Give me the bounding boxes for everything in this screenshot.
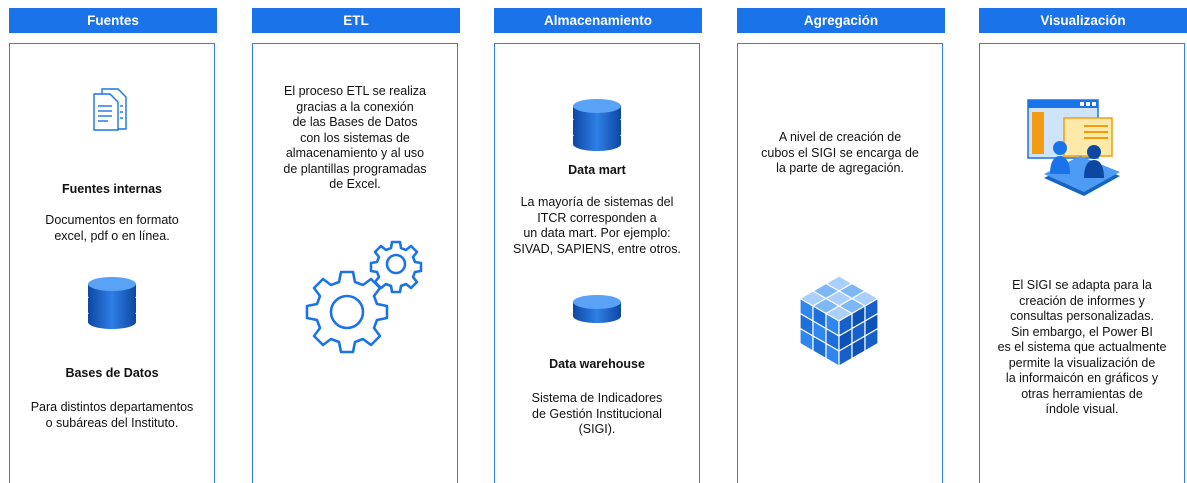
gears-icon xyxy=(305,240,423,354)
column-agregacion: Agregación A nivel de creación de cubos … xyxy=(737,8,945,483)
column-panel: A nivel de creación de cubos el SIGI se … xyxy=(737,43,943,483)
column-text: El SIGI se adapta para la creación de in… xyxy=(997,278,1167,416)
database-icon xyxy=(573,99,621,151)
section-title: Fuentes internas xyxy=(61,182,163,196)
column-header: Visualización xyxy=(979,8,1187,33)
column-header: Fuentes xyxy=(9,8,217,33)
column-text: El proceso ETL se realiza gracias a la c… xyxy=(283,84,427,191)
cube-icon xyxy=(798,275,880,368)
column-fuentes: Fuentes Fuentes internas Documentos en f… xyxy=(9,8,217,483)
column-text: A nivel de creación de cubos el SIGI se … xyxy=(761,130,919,175)
column-panel: El proceso ETL se realiza gracias a la c… xyxy=(252,43,458,483)
column-almacenamiento: Almacenamiento Data mart La mayoría de s… xyxy=(494,8,702,483)
column-header: Agregación xyxy=(737,8,945,33)
disk-icon xyxy=(573,295,621,323)
column-panel: Data mart La mayoría de sistemas del ITC… xyxy=(494,43,700,483)
dashboard-users-icon xyxy=(1027,99,1120,196)
section-title: Data mart xyxy=(568,163,626,177)
section-text: Documentos en formato excel, pdf o en lí… xyxy=(45,213,179,243)
column-panel: El SIGI se adapta para la creación de in… xyxy=(979,43,1185,483)
section-text: Para distintos departamentos o subáreas … xyxy=(30,400,194,430)
section-text: Sistema de Indicadores de Gestión Instit… xyxy=(531,391,663,436)
document-icon xyxy=(93,88,127,131)
database-icon xyxy=(88,277,136,329)
column-panel: Fuentes internas Documentos en formato e… xyxy=(9,43,215,483)
column-header: ETL xyxy=(252,8,460,33)
section-title: Data warehouse xyxy=(549,357,645,371)
section-title: Bases de Datos xyxy=(65,366,159,380)
column-header: Almacenamiento xyxy=(494,8,702,33)
column-visualizacion: Visualización El SIGI se adapta para la … xyxy=(979,8,1187,483)
section-text: La mayoría de sistemas del ITCR correspo… xyxy=(513,195,681,256)
column-etl: ETL El proceso ETL se realiza gracias a … xyxy=(252,8,460,483)
